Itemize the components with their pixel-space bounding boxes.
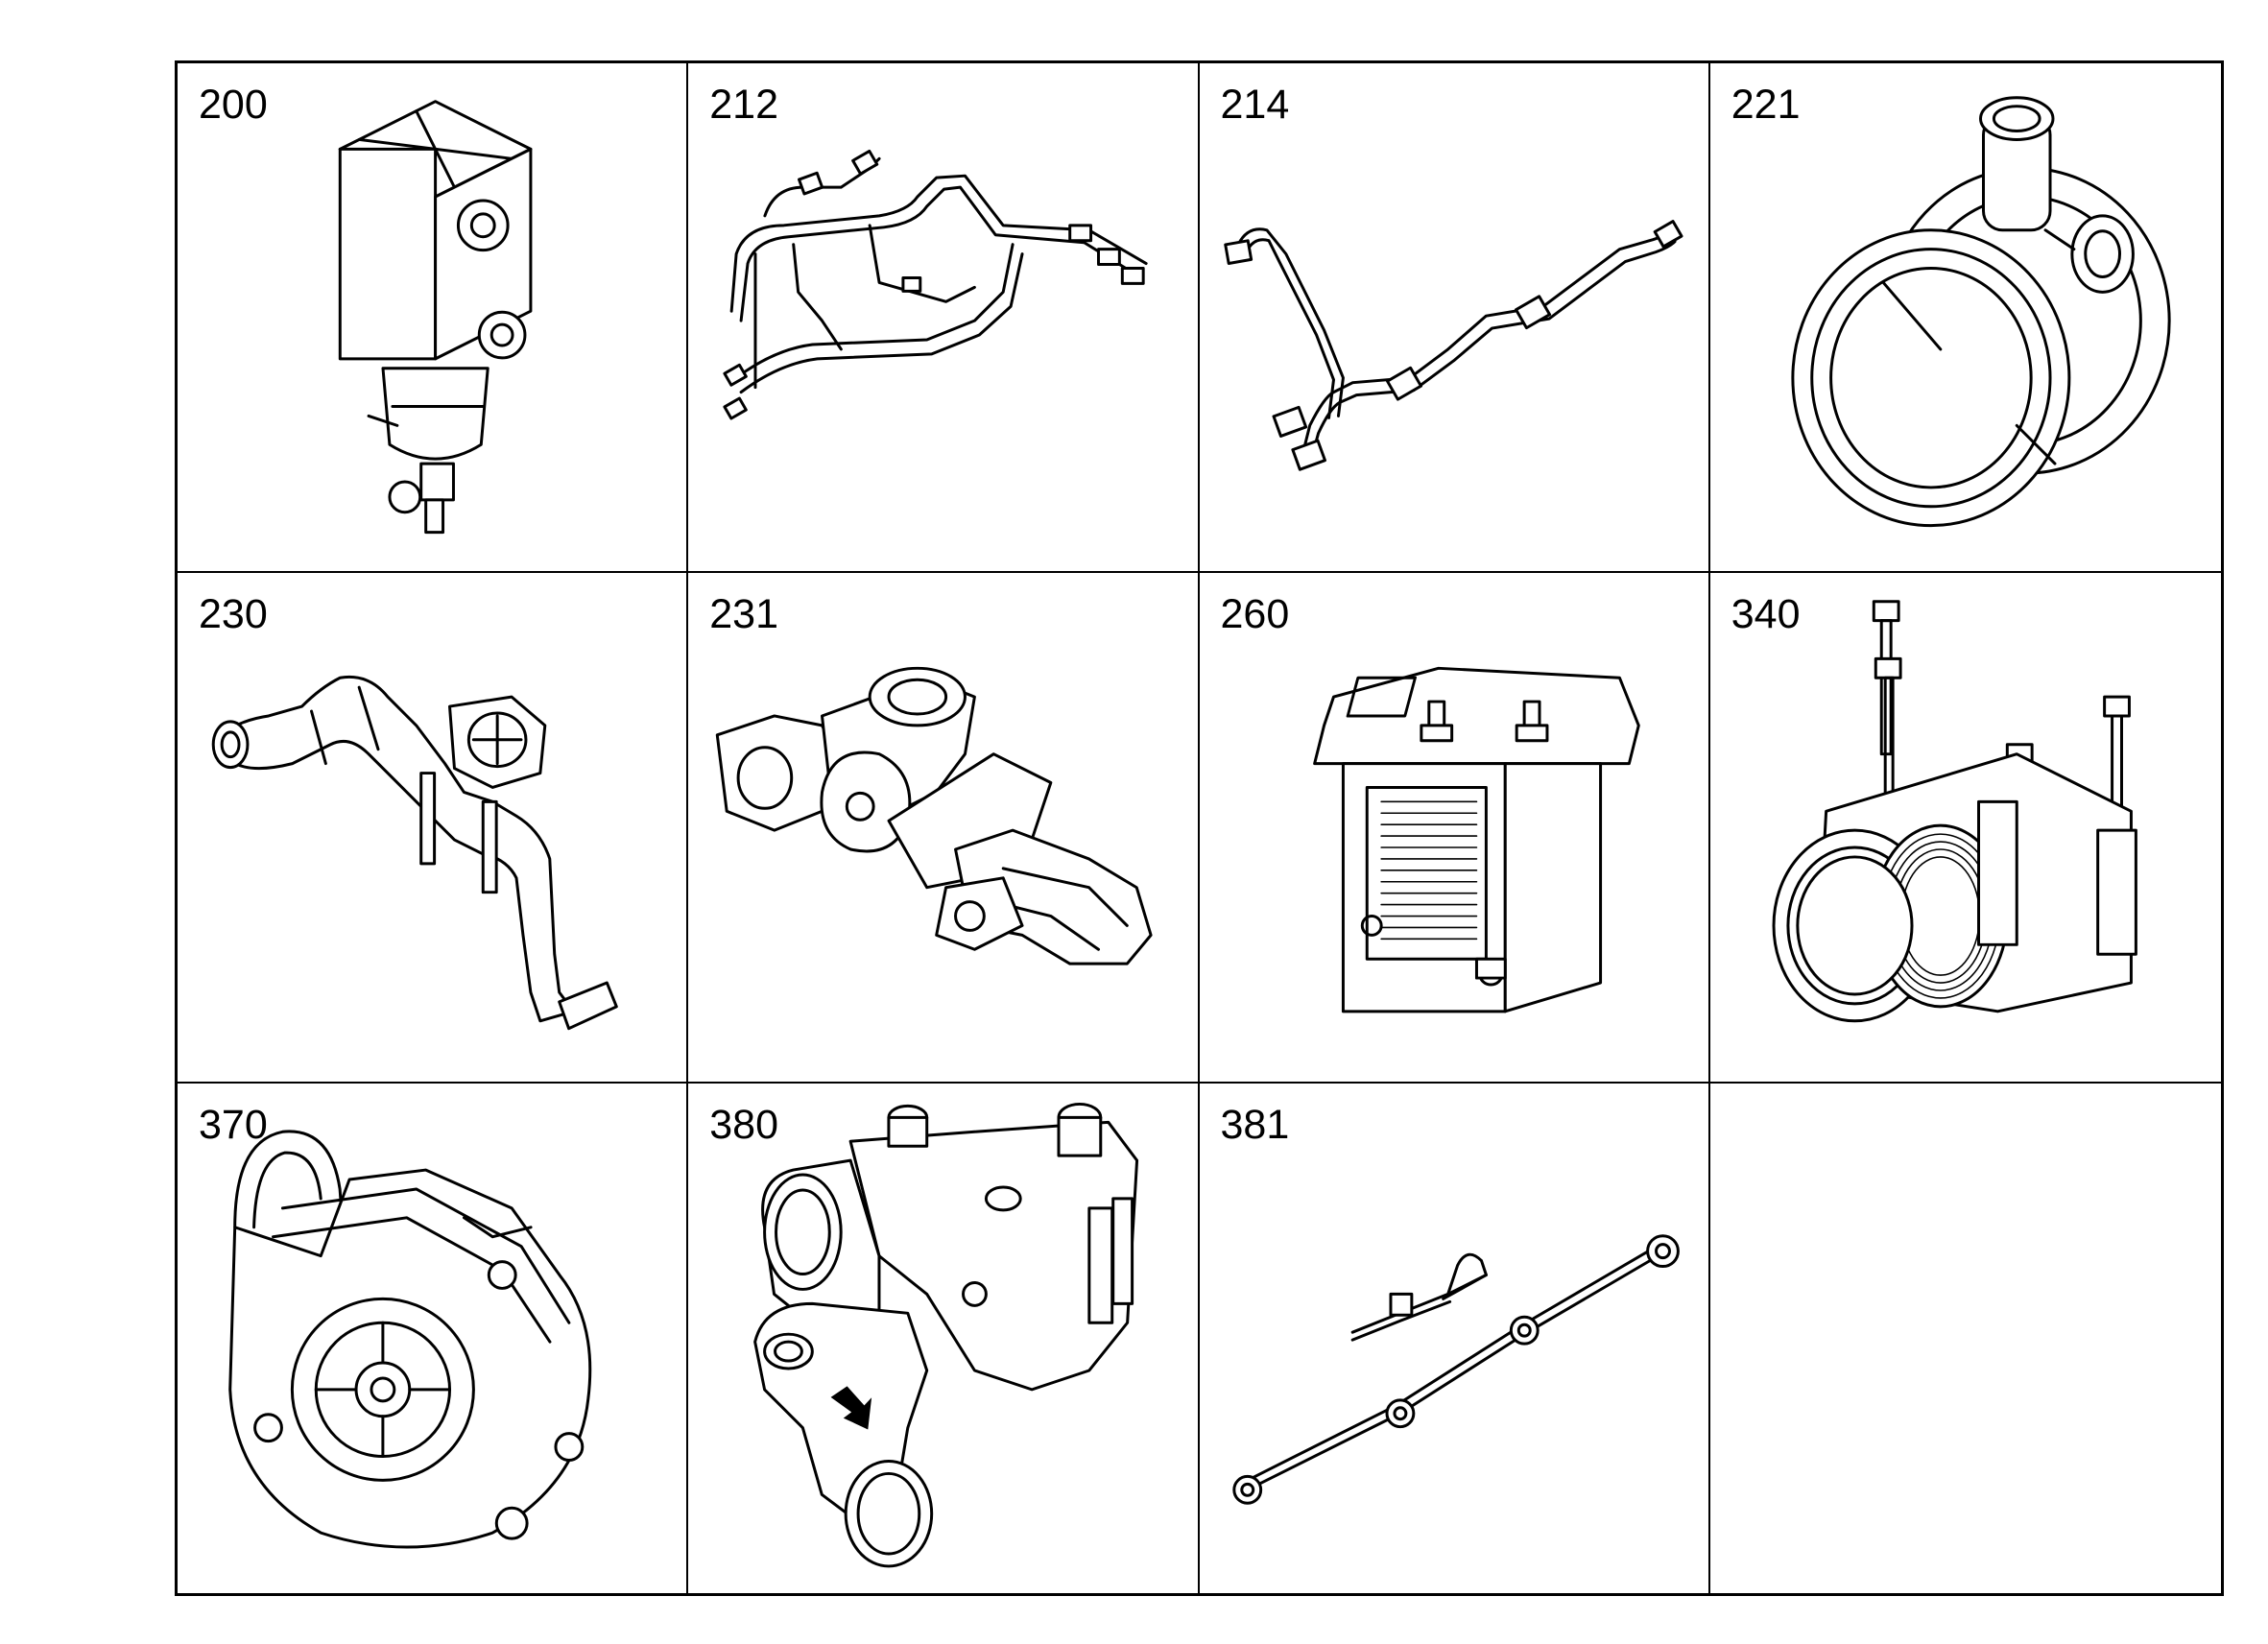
part-cell-370[interactable]: 370 [178,1083,689,1593]
fuel-filter-icon [338,100,533,535]
parts-catalog-grid: 200 212 [175,60,2224,1596]
part-cell-260[interactable]: 260 [1199,573,1710,1084]
part-number: 260 [1220,591,1290,638]
empty-cell [1709,1083,2221,1593]
part-cell-214[interactable]: 214 [1199,63,1710,574]
part-number: 370 [199,1101,268,1148]
part-cell-340[interactable]: 340 [1709,573,2221,1084]
part-cell-200[interactable]: 200 [178,63,689,574]
part-number: 214 [1220,82,1290,128]
coolant-manifold-icon [753,1102,1139,1568]
part-number: 221 [1731,82,1801,128]
fuel-lines-harness-icon [723,149,1148,420]
part-cell-212[interactable]: 212 [688,63,1200,574]
fuel-pipe-icon [1223,220,1683,471]
water-pump-icon [228,1130,592,1549]
part-cell-231[interactable]: 231 [688,573,1200,1084]
part-number: 380 [709,1101,778,1148]
thermostat-housing-icon [716,667,1153,965]
oil-cooler-icon [1312,667,1640,1013]
part-number: 200 [199,82,268,128]
oil-pipe-icon [1231,1233,1680,1505]
turbocharger-icon [1791,96,2171,528]
ac-compressor-icon [1772,600,2137,1023]
part-cell-221[interactable]: 221 [1709,63,2221,574]
part-cell-380[interactable]: 380 [688,1083,1200,1593]
part-number: 340 [1731,591,1801,638]
part-cell-381[interactable]: 381 [1199,1083,1710,1593]
part-number: 381 [1220,1101,1290,1148]
part-number: 231 [709,591,778,638]
part-number: 230 [199,591,268,638]
coolant-pipe-icon [211,676,618,1031]
part-number: 212 [709,82,778,128]
part-cell-230[interactable]: 230 [178,573,689,1084]
